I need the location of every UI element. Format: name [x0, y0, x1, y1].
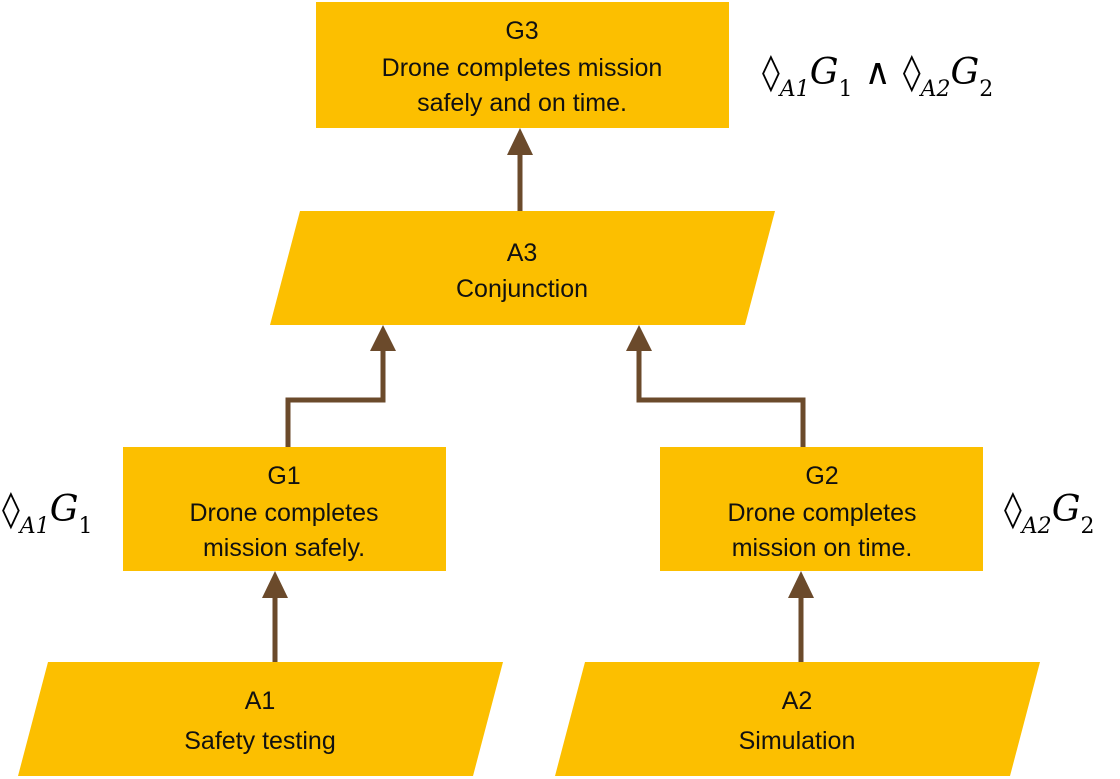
node-label-line2: mission on time. — [732, 534, 913, 562]
node-label-line2: mission safely. — [203, 534, 365, 562]
node-id: G3 — [505, 17, 538, 45]
formula-subscript: A2 — [919, 77, 951, 102]
formula-subscript: 2 — [1080, 514, 1094, 539]
node-label-line1: Simulation — [739, 727, 856, 755]
arrowhead-a3-left — [370, 325, 396, 351]
node-id: G1 — [267, 462, 300, 490]
node-id: A2 — [782, 687, 813, 715]
argument-node-a2: A2 Simulation — [555, 662, 1040, 776]
formula-subscript: 1 — [838, 77, 852, 102]
formula-subscript: 2 — [979, 77, 993, 102]
node-label-line2: safely and on time. — [417, 89, 627, 117]
connectors — [262, 128, 814, 662]
formula-subscript: A1 — [778, 77, 810, 102]
arrowhead-a3-right — [626, 325, 652, 351]
diamond-icon: ◊ — [903, 52, 921, 93]
node-label-line1: Drone completes mission — [382, 54, 663, 82]
arrowhead-g2 — [788, 571, 814, 598]
formula-subscript: 1 — [78, 514, 92, 539]
argument-node-a3: A3 Conjunction — [270, 211, 775, 325]
goal-node-g1: G1 Drone completes mission safely. — [123, 447, 446, 571]
edge-g2-to-a3 — [636, 351, 806, 447]
arrowhead-g3 — [507, 128, 533, 155]
formula-g1: ◊A1G1 — [2, 489, 92, 539]
formula-goal: G — [1052, 489, 1081, 530]
node-label-line1: Drone completes — [190, 499, 379, 527]
node-id: A1 — [245, 687, 276, 715]
formula-goal: G — [951, 52, 980, 93]
formula-subscript: A2 — [1020, 514, 1052, 539]
formula-goal: G — [810, 52, 839, 93]
node-label-line1: Conjunction — [456, 275, 588, 303]
formula-goal: G — [50, 489, 79, 530]
goal-node-g2: G2 Drone completes mission on time. — [660, 447, 983, 571]
wedge-icon: ∧ — [864, 52, 890, 93]
node-label-line1: Safety testing — [184, 727, 335, 755]
diamond-icon: ◊ — [2, 489, 20, 530]
edge-g1-to-a3 — [285, 351, 386, 447]
argument-node-a1: A1 Safety testing — [18, 662, 503, 776]
diamond-icon: ◊ — [1004, 489, 1022, 530]
formula-g3: ◊A1G1∧◊A2G2 — [762, 52, 993, 102]
node-label-line1: Drone completes — [728, 499, 917, 527]
diamond-icon: ◊ — [762, 52, 780, 93]
goal-node-g3: G3 Drone completes mission safely and on… — [316, 2, 729, 128]
arrowhead-g1 — [262, 571, 288, 598]
formula-subscript: A1 — [18, 514, 50, 539]
node-id: G2 — [805, 462, 838, 490]
formula-g2: ◊A2G2 — [1004, 489, 1094, 539]
node-id: A3 — [507, 239, 538, 267]
